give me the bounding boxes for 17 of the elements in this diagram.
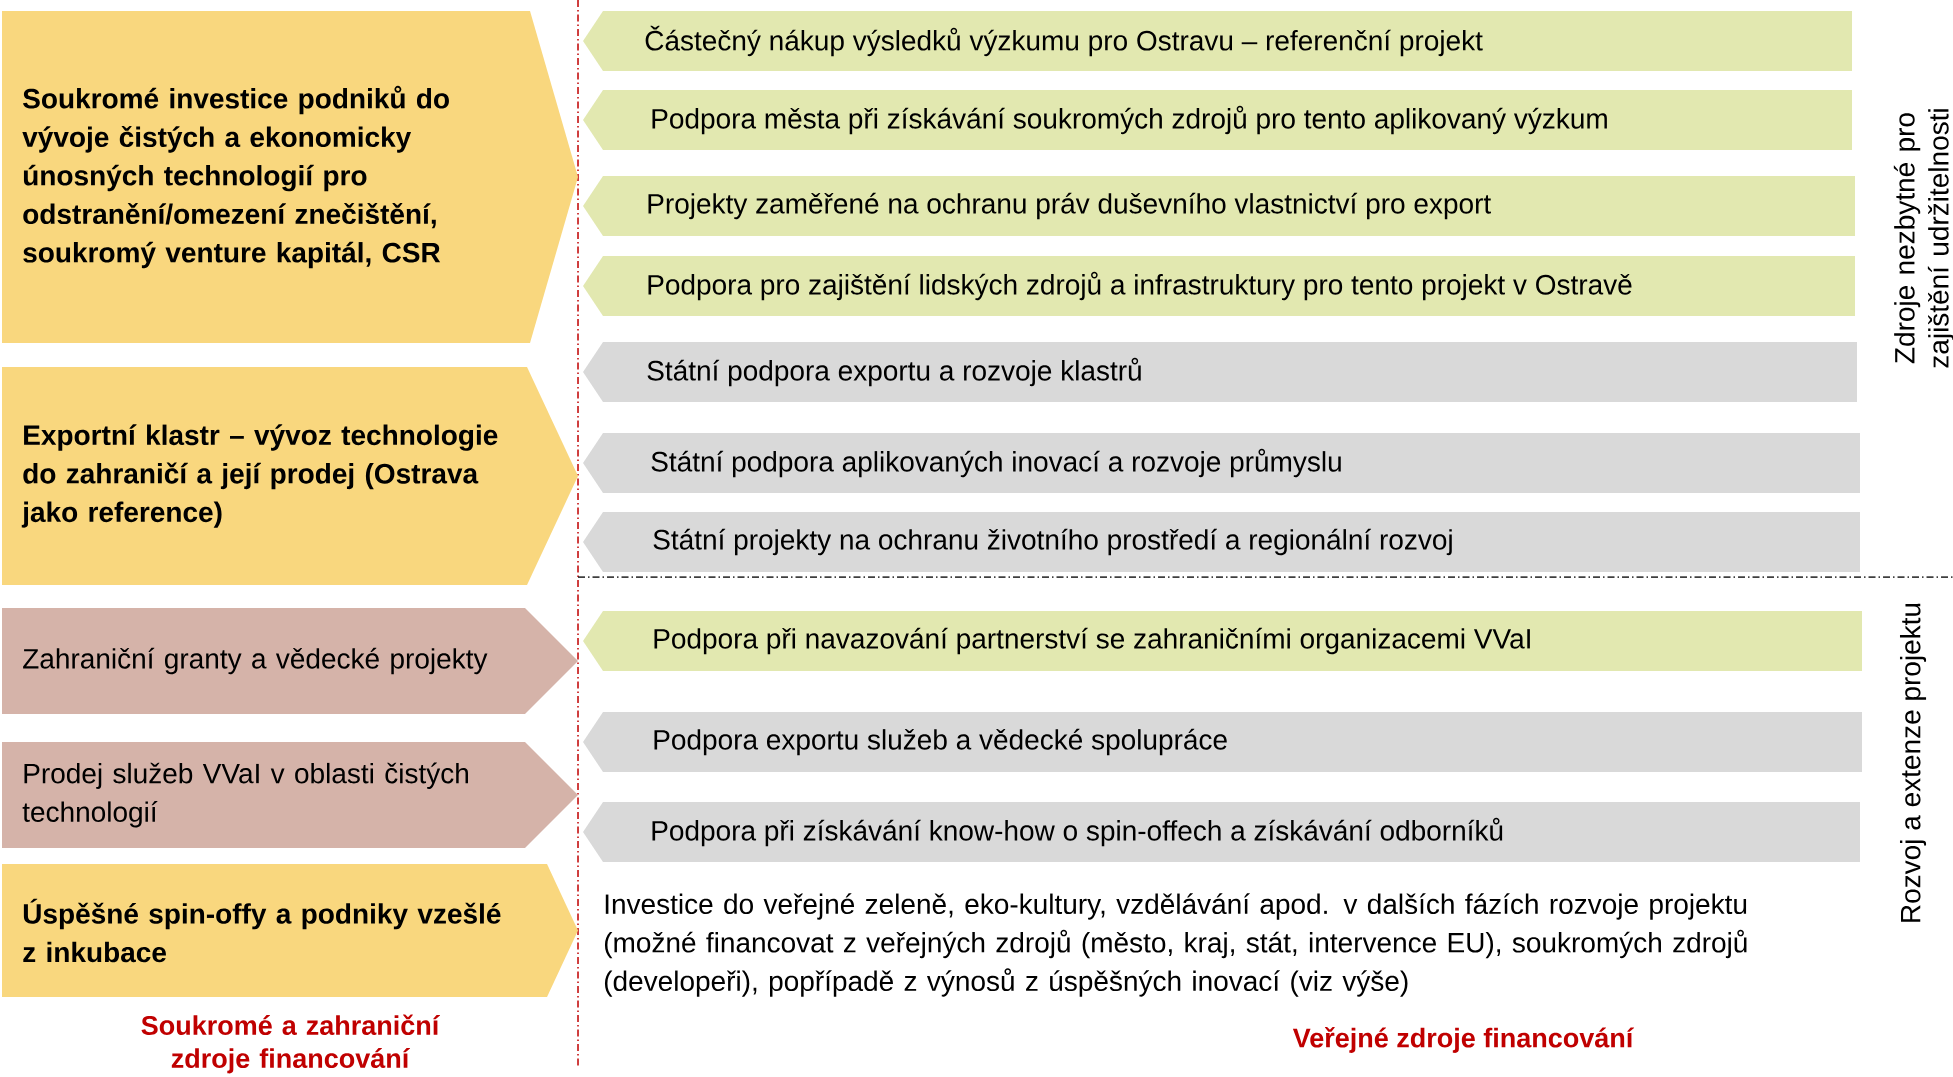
tag-band: Částečný nákup výsledků výzkumu pro Ostravu – referenční projekt [583, 11, 1852, 71]
arrow-box: Prodej služeb VVaI v oblasti čistých technologií [2, 742, 578, 848]
arrow-box: Zahraniční granty a vědecké projekty [2, 608, 578, 714]
tag-band: Státní projekty na ochranu životního prostředí a regionální rozvoj [583, 512, 1860, 572]
tag-band: Podpora při navazování partnerství se zahraničními organizacemi VVaI [583, 611, 1862, 671]
tag-band: Projekty zaměřené na ochranu práv duševního vlastnictví pro export [583, 176, 1855, 236]
tag-band: Státní podpora aplikovaných inovací a rozvoje průmyslu [583, 433, 1860, 493]
tag-band: Podpora pro zajištění lidských zdrojů a infrastruktury pro tento projekt v Ostravě [583, 256, 1855, 316]
tag-band: Podpora při získávání know-how o spin-offech a získávání odborníků [583, 802, 1860, 862]
note-text: Investice do veřejné zeleně, eko-kultury, vzdělávání apod. v dalších fázích rozvoje projektu (možné financovat z veřejných zdrojů (město, kraj, stát, intervence EU), soukromých zdrojů (developeři), popřípadě z výnosů z úspěšných inovací (viz výše) [604, 893, 1747, 997]
arrow-box: Exportní klastr – vývoz technologie do zahraničí a její prodej (Ostrava jako reference) [2, 367, 578, 585]
tag-band: Podpora města při získávání soukromých zdrojů pro tento aplikovaný výzkum [583, 90, 1852, 150]
side-label: Rozvoj a extenze projektu [1900, 603, 1927, 922]
arrow-box: Soukromé investice podniků do vývoje čistých a ekonomicky únosných technologií pro odstranění/omezení znečištění, soukromý venture kapitál, CSR [2, 11, 578, 343]
tag-band: Státní podpora exportu a rozvoje klastrů [583, 342, 1857, 402]
tag-band: Podpora exportu služeb a vědecké spolupráce [583, 712, 1862, 772]
section-label: Veřejné zdroje financování [1292, 1027, 1635, 1053]
